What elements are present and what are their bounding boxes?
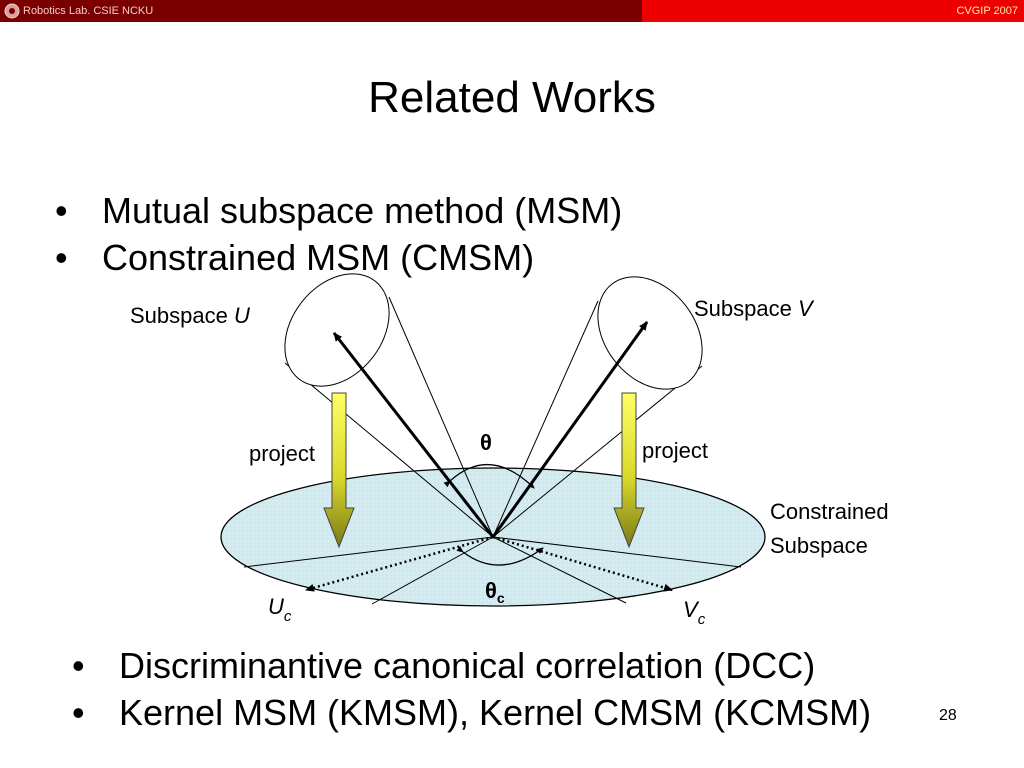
subspace-v-cone: [492, 276, 703, 538]
theta-c-label: θc: [485, 578, 505, 606]
bullet-item: • Kernel MSM (KMSM), Kernel CMSM (KCMSM): [72, 689, 871, 736]
project-label-right: project: [642, 438, 708, 463]
vector-u: [332, 332, 495, 538]
bullet-text: Discriminantive canonical correlation (D…: [119, 645, 816, 686]
slide-number: 28: [939, 707, 957, 724]
bullet-item: • Constrained MSM (CMSM): [55, 234, 622, 281]
conference-name: CVGIP 2007: [956, 5, 1018, 17]
bullet-text: Kernel MSM (KMSM), Kernel CMSM (KCMSM): [119, 692, 872, 733]
vector-v: [491, 321, 649, 538]
lab-logo-icon: [4, 3, 20, 19]
bullet-text: Constrained MSM (CMSM): [102, 237, 535, 278]
subspace-u-label: Subspace U: [130, 303, 250, 328]
theta-arc: [443, 463, 535, 489]
uc-label: Uc: [268, 594, 292, 625]
theta-c-arc: [456, 545, 544, 566]
bullet-marker: •: [55, 190, 68, 231]
top-bullet-list: • Mutual subspace method (MSM) • Constrain…: [55, 187, 622, 281]
project-arrow-left: [323, 392, 355, 549]
subspace-v-label: Subspace V: [694, 296, 815, 321]
slide-title: Related Works: [368, 73, 656, 122]
header-bar-accent: [642, 0, 1024, 22]
bullet-item: • Mutual subspace method (MSM): [55, 187, 622, 234]
lab-name-text: Robotics Lab. CSIE NCKU: [23, 5, 154, 17]
bottom-bullet-list: • Discriminantive canonical correlation (…: [72, 642, 871, 736]
project-label-left: project: [249, 441, 315, 466]
theta-label: θ: [480, 430, 492, 455]
bullet-marker: •: [72, 692, 85, 733]
subspace-u-cone: [284, 273, 494, 538]
bullet-marker: •: [72, 645, 85, 686]
vector-vc: [492, 535, 673, 592]
bullet-text: Mutual subspace method (MSM): [102, 190, 623, 231]
vector-uc: [305, 535, 494, 592]
project-arrow-right: [613, 392, 645, 549]
bullet-item: • Discriminantive canonical correlation (…: [72, 642, 871, 689]
lab-name: Robotics Lab. CSIE NCKU: [4, 3, 153, 19]
bullet-marker: •: [55, 237, 68, 278]
vc-label: Vc: [683, 597, 706, 628]
